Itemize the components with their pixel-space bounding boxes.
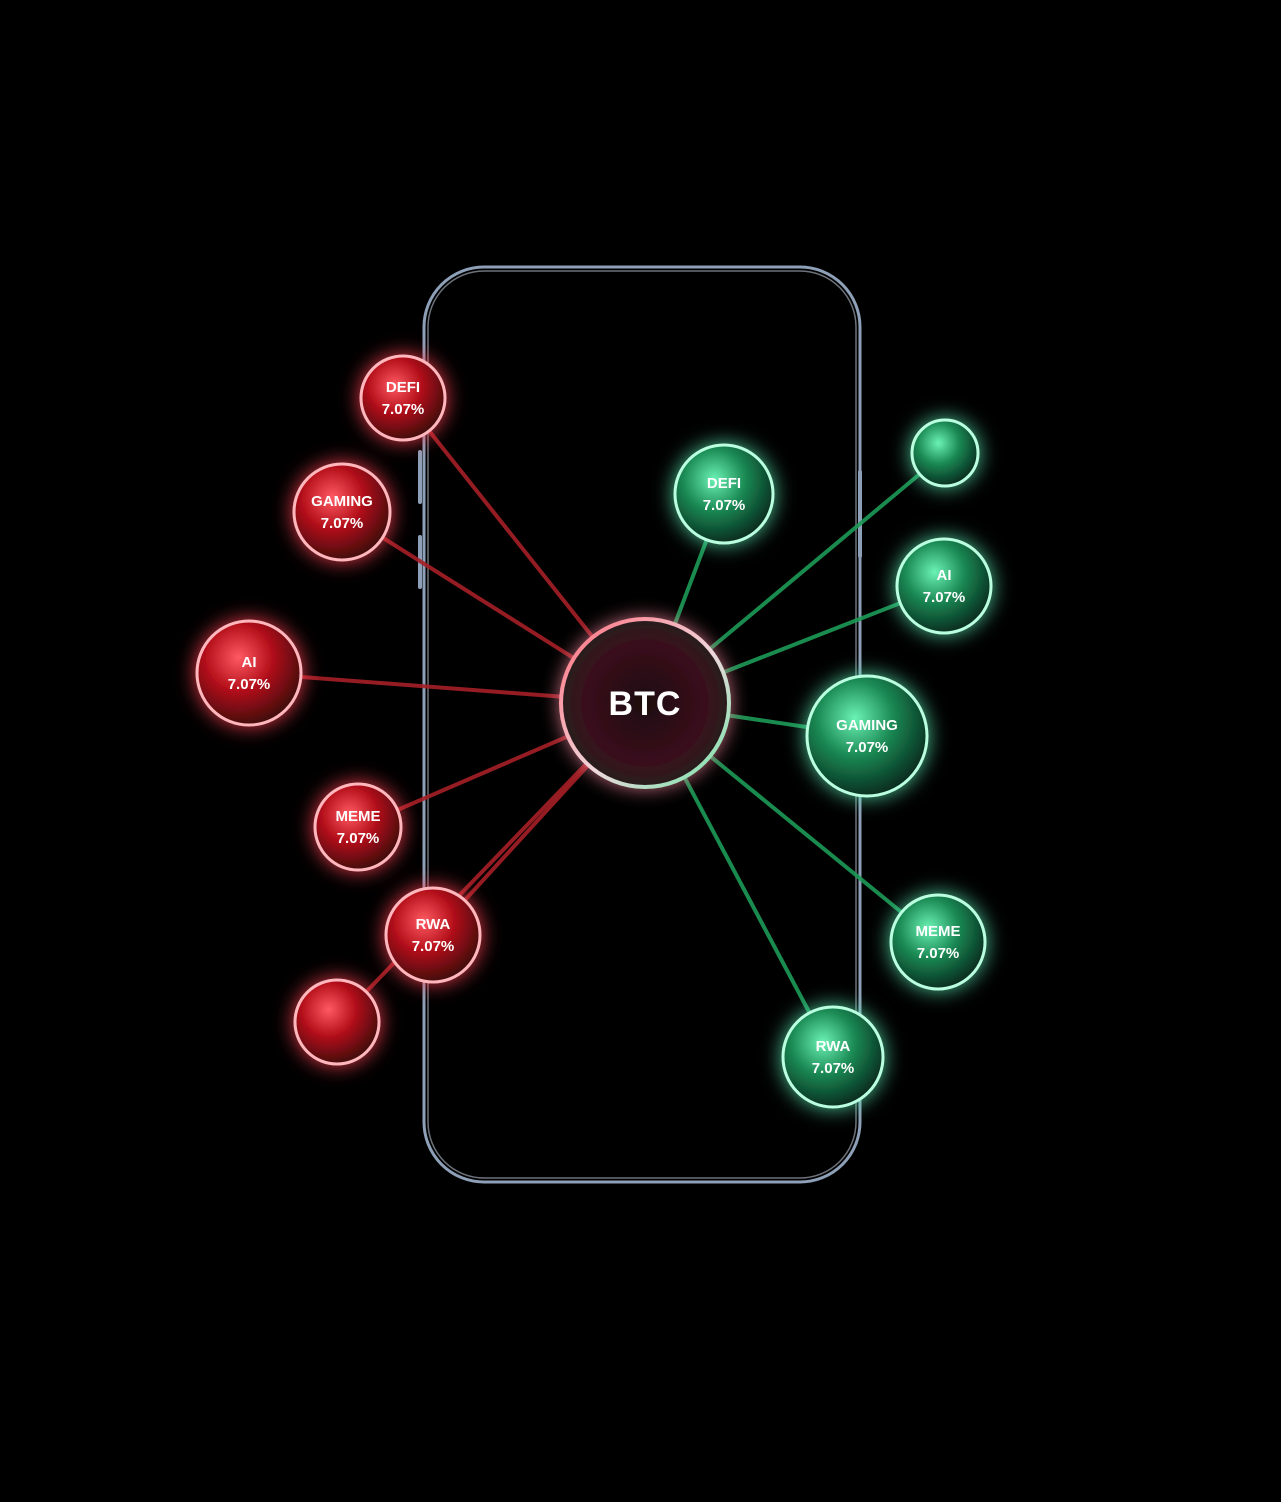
phone-side-button-3 — [858, 470, 862, 558]
nodes: DEFI 7.07% GAMING 7.07% AI 7.07% MEME 7.07% RWA 7… — [195, 354, 993, 1109]
pos-ai-value: 7.07% — [923, 589, 966, 606]
phone-side-button-1 — [418, 450, 422, 504]
pos-defi-bubble[interactable]: DEFI 7.07% — [673, 443, 775, 545]
pos-empty-bubble[interactable] — [910, 418, 980, 488]
neg-empty-bubble-circle — [293, 978, 381, 1066]
neg-ai-label: AI — [242, 654, 257, 671]
neg-meme-label: MEME — [336, 808, 381, 825]
pos-defi-bubble-circle — [673, 443, 775, 545]
neg-rwa-bubble-circle — [384, 886, 482, 984]
center-btc-label: BTC — [609, 685, 682, 723]
neg-rwa-value: 7.07% — [412, 938, 455, 955]
neg-ai-bubble-circle — [195, 619, 303, 727]
neg-meme-bubble-circle — [313, 782, 403, 872]
neg-meme-value: 7.07% — [337, 830, 380, 847]
neg-rwa-label: RWA — [416, 916, 451, 933]
pos-ai-label: AI — [937, 567, 952, 584]
pos-meme-bubble-circle — [889, 893, 987, 991]
pos-ai-bubble[interactable]: AI 7.07% — [895, 537, 993, 635]
pos-gaming-label: GAMING — [836, 717, 898, 734]
center-btc-node[interactable]: BTC — [559, 617, 731, 789]
center-btc-circle — [559, 617, 731, 789]
pos-rwa-value: 7.07% — [812, 1060, 855, 1077]
neg-gaming-bubble[interactable]: GAMING 7.07% — [292, 462, 392, 562]
pos-meme-value: 7.07% — [917, 945, 960, 962]
pos-gaming-value: 7.07% — [846, 739, 889, 756]
pos-meme-label: MEME — [916, 923, 961, 940]
pos-gaming-bubble-circle — [805, 674, 929, 798]
pos-ai-bubble-circle — [895, 537, 993, 635]
pos-meme-bubble[interactable]: MEME 7.07% — [889, 893, 987, 991]
pos-gaming-bubble[interactable]: GAMING 7.07% — [805, 674, 929, 798]
neg-defi-bubble-circle — [359, 354, 447, 442]
neg-defi-bubble[interactable]: DEFI 7.07% — [359, 354, 447, 442]
pos-defi-value: 7.07% — [703, 497, 746, 514]
neg-ai-bubble[interactable]: AI 7.07% — [195, 619, 303, 727]
pos-defi-label: DEFI — [707, 475, 741, 492]
neg-defi-label: DEFI — [386, 379, 420, 396]
neg-meme-bubble[interactable]: MEME 7.07% — [313, 782, 403, 872]
neg-ai-value: 7.07% — [228, 676, 271, 693]
neg-gaming-value: 7.07% — [321, 515, 364, 532]
neg-gaming-bubble-circle — [292, 462, 392, 562]
pos-rwa-bubble-circle — [781, 1005, 885, 1109]
neg-empty-bubble[interactable] — [293, 978, 381, 1066]
neg-defi-value: 7.07% — [382, 401, 425, 418]
pos-empty-bubble-circle — [910, 418, 980, 488]
neg-rwa-bubble[interactable]: RWA 7.07% — [384, 886, 482, 984]
pos-rwa-label: RWA — [816, 1038, 851, 1055]
neg-gaming-label: GAMING — [311, 493, 373, 510]
pos-rwa-bubble[interactable]: RWA 7.07% — [781, 1005, 885, 1109]
